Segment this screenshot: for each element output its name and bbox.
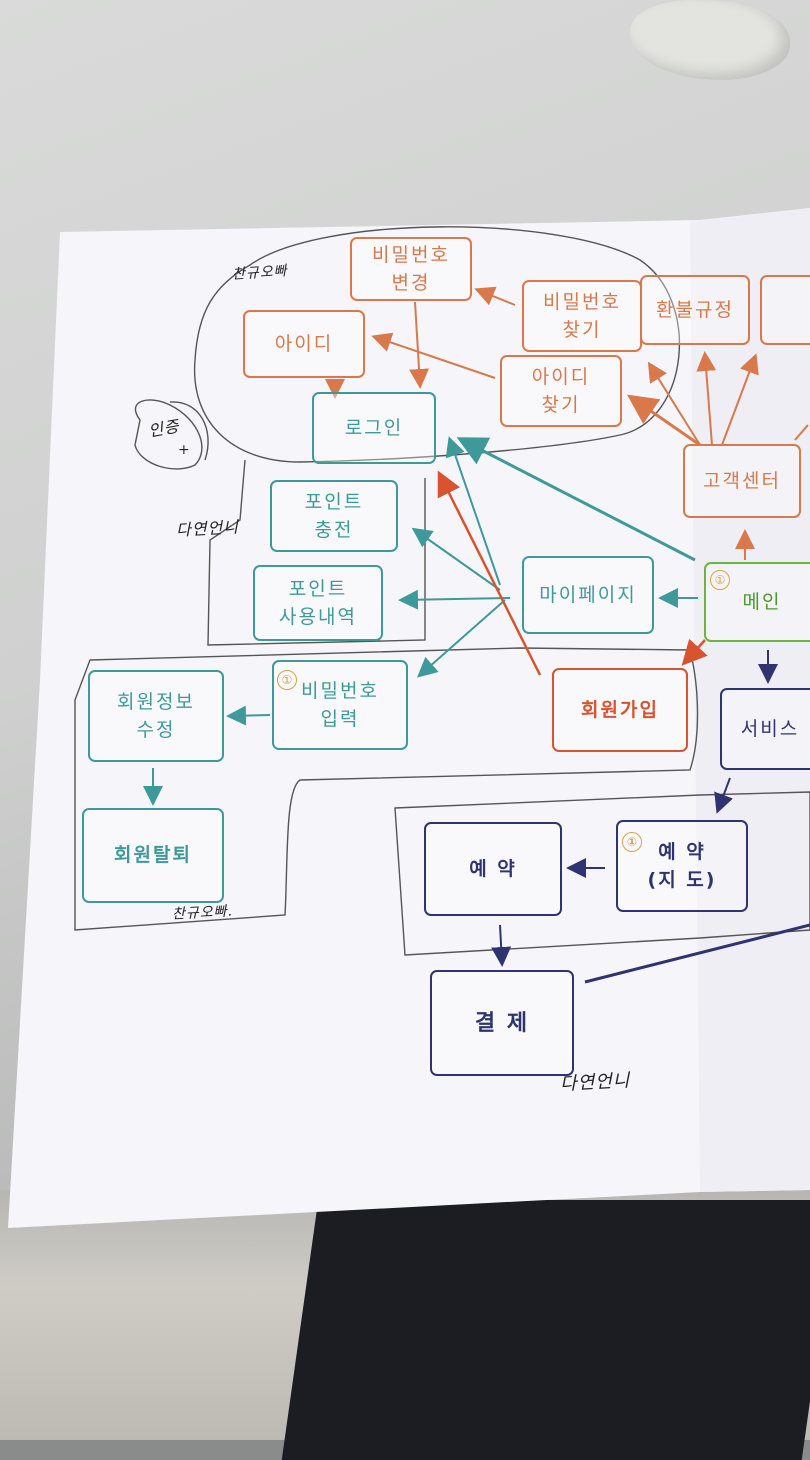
node-password-change-line2: 변경 <box>391 272 431 294</box>
auth-circle <box>134 399 203 470</box>
handwriting-label-bottom-left: 찬규오빠. <box>171 903 234 923</box>
handwriting-label-left: 다연언니 <box>175 517 240 540</box>
node-password-input: ① 비밀번호 입력 <box>272 660 408 750</box>
node-mypage: 마이페이지 <box>522 556 654 634</box>
badge-reserve-map: ① <box>622 832 642 852</box>
node-id-label: 아이디 <box>274 332 334 355</box>
node-customer-center-label: 고객센터 <box>703 469 781 492</box>
node-login: 로그인 <box>312 392 436 464</box>
node-member-withdraw: 회원탈퇴 <box>82 808 224 903</box>
handwriting-label-top: 찬규오빠 <box>231 263 289 283</box>
node-mypage-label: 마이페이지 <box>539 583 637 606</box>
node-reserve-map: ① 예 약 (지 도) <box>616 820 748 912</box>
cloth <box>630 0 790 80</box>
node-id-find-line1: 아이디 <box>531 365 591 388</box>
node-password-change: 비밀번호 변경 <box>350 237 472 301</box>
node-login-label: 로그인 <box>344 416 404 439</box>
node-id-find-line2: 찾기 <box>541 394 581 416</box>
node-id: 아이디 <box>243 310 365 378</box>
node-partial-right <box>760 275 810 345</box>
node-password-find: 비밀번호 찾기 <box>522 280 642 352</box>
node-point-charge-line1: 포인트 <box>304 490 364 513</box>
node-point-charge-line2: 충전 <box>314 519 354 541</box>
node-member-edit-line2: 수정 <box>136 719 176 741</box>
point-group-outline <box>207 459 426 646</box>
badge-password-input: ① <box>277 670 297 690</box>
node-password-find-line1: 비밀번호 <box>543 290 621 313</box>
node-point-history: 포인트 사용내역 <box>253 565 383 641</box>
login-group-outline <box>193 226 680 463</box>
node-service: 서비스 <box>720 688 810 770</box>
node-point-charge: 포인트 충전 <box>270 480 398 552</box>
node-refund-policy: 환불규정 <box>640 275 750 345</box>
handwriting-label-bottom: 다연언니 <box>559 1070 631 1095</box>
node-password-find-line2: 찾기 <box>562 319 602 341</box>
node-reserve: 예 약 <box>424 822 562 916</box>
node-signup-label: 회원가입 <box>581 698 659 721</box>
node-signup: 회원가입 <box>552 668 688 752</box>
node-payment: 결 제 <box>430 970 574 1076</box>
node-id-find: 아이디 찾기 <box>500 355 622 427</box>
node-point-history-line2: 사용내역 <box>279 606 357 628</box>
badge-main: ① <box>710 570 730 590</box>
member-group-outline <box>74 647 699 931</box>
reserve-group-outline <box>394 791 810 956</box>
node-main-label: 메인 <box>742 590 782 613</box>
node-password-change-line1: 비밀번호 <box>372 243 450 266</box>
node-password-input-line1: 비밀번호 <box>301 679 379 702</box>
node-reserve-map-line2: (지 도) <box>647 869 717 891</box>
node-reserve-label: 예 약 <box>469 857 517 880</box>
node-member-edit: 회원정보 수정 <box>88 670 224 762</box>
node-member-withdraw-label: 회원탈퇴 <box>114 844 192 867</box>
node-member-edit-line1: 회원정보 <box>117 690 195 713</box>
node-payment-label: 결 제 <box>474 1010 530 1036</box>
node-refund-policy-label: 환불규정 <box>656 298 734 321</box>
node-service-label: 서비스 <box>740 717 800 740</box>
node-main: ① 메인 <box>704 562 810 642</box>
node-customer-center: 고객센터 <box>683 444 801 518</box>
node-reserve-map-line1: 예 약 <box>658 840 706 863</box>
node-point-history-line1: 포인트 <box>288 577 348 600</box>
node-password-input-line2: 입력 <box>320 708 360 730</box>
handwriting-plus: + <box>178 442 191 458</box>
